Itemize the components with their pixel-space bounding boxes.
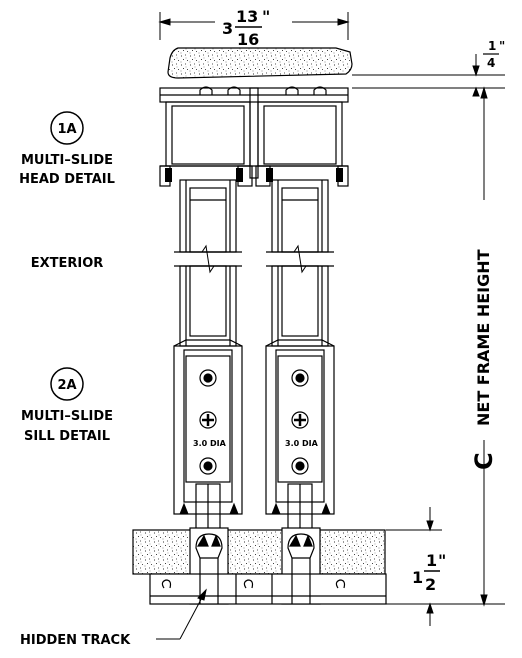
fastener-label-left: 3.0 DIA [193,439,227,448]
sill-detail-line2: SILL DETAIL [24,429,110,444]
head-gap-denominator: 4 [487,56,495,70]
net-frame-height-label: NET FRAME HEIGHT [474,249,493,426]
sill-height-denominator: 2 [425,575,436,594]
head-detail-callout: 1A [57,122,76,137]
head-gaskets [165,168,343,182]
sill-height-unit: " [438,551,446,570]
net-frame-height-dimension [480,86,488,607]
fastener-label-right: 3.0 DIA [285,439,319,448]
head-concrete-slab [167,47,353,79]
head-gap-unit: " [499,39,505,53]
roller-plate-right [277,355,323,483]
head-frame [159,86,349,187]
width-dim-whole: 3 [222,19,233,38]
width-dim-denominator: 16 [237,30,259,49]
head-gap-dimension [352,54,505,97]
head-detail-line1: MULTI–SLIDE [21,153,113,168]
panel-right [265,179,335,515]
sill-concrete-slab [132,529,386,575]
sill-detail-line1: MULTI–SLIDE [21,409,113,424]
head-gap-numerator: 1 [488,39,496,53]
width-dim-numerator: 13 [236,7,258,26]
sill-detail-callout: 2A [57,378,76,393]
exterior-label: EXTERIOR [31,256,104,271]
head-detail-callout-circle [50,111,84,145]
hidden-track-label: HIDDEN TRACK [20,633,131,648]
head-detail-line2: HEAD DETAIL [19,172,115,187]
roller-plate-left [185,355,231,483]
width-dimension [158,12,350,40]
sill-height-whole: 1 [412,568,423,587]
sill-track [149,527,387,605]
width-dim-unit: " [262,7,270,26]
sill-detail-callout-circle [50,367,84,401]
sill-height-dimension [386,507,505,626]
sill-weep-details [179,502,331,515]
sill-height-numerator: 1 [426,551,437,570]
c-mark: C [470,452,498,470]
hidden-track-leader [156,588,207,640]
